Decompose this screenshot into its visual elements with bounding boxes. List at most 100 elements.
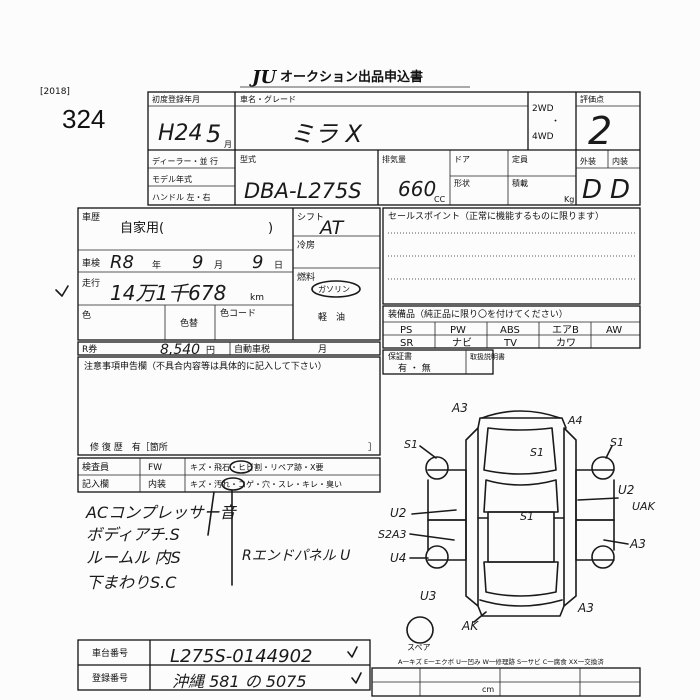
car-diagram: スペア [406,410,615,652]
damage-legend: A一キズ E一エクボ U一凹み W一修理跡 S一サビ C一腐食 XX一交換済 [398,657,604,666]
equip-airbag: エアB [552,325,579,336]
registration-label: 登録番号 [92,672,128,684]
mark-a3-top: A3 [451,401,468,415]
chassis-label: 車台番号 [92,647,128,659]
shape-label: 形状 [454,178,470,188]
equipment-row-1: PS PW ABS エアB AW [400,325,622,336]
note-4: 下まわりS.C [86,573,177,592]
mark-s2a3: S2A3 [378,528,407,541]
first-reg-month: 5 [206,120,221,148]
interior-items: キズ・汚れ・コゲ・穴・スレ・キレ・臭い [190,479,342,489]
load-label: 積載 [512,178,528,188]
interior-grade-label: 内装 [612,156,628,166]
svg-text:・: ・ [551,117,560,127]
inspector-label: 検査員 [82,461,109,473]
mileage-label: 走行 [82,277,100,289]
shift-label: シフト [297,213,324,223]
usage-close: ) [268,221,273,236]
equip-navi: ナビ [452,337,472,349]
handle-label: ハンドル 左・右 [152,192,211,202]
repair-label: 修 復 歴 有［箇所 [90,441,168,453]
shift-value: AT [318,217,345,239]
entry-label: 記入欄 [82,478,109,490]
capacity-label: 定員 [512,154,528,164]
door-label: ドア [454,155,470,164]
grade-value: 2 [588,109,612,153]
yen-unit: 円 [206,345,215,356]
ac-label: 冷房 [297,239,315,251]
interior-check-label: 内装 [148,478,166,490]
inspection-day-unit: 日 [274,260,283,271]
equipment-row-2: SR ナビ TV カワ [400,337,576,349]
lot-number: 324 [62,104,105,134]
equip-aw: AW [606,325,622,336]
fw-items: キズ・飛石・ヒビ割・リペア跡・X要 [190,462,323,472]
note-3: ルームル 内S [86,548,181,567]
inspection-label: 車検 [82,257,100,269]
color-code-label: 色コード [220,307,256,319]
note-2: ボディアチ.S [86,525,180,544]
mark-s1-hood: S1 [530,446,544,459]
equipment-label: 装備品（純正品に限り〇を付けてください） [388,308,568,320]
year-tag: [2018] [40,87,70,97]
mark-a3-bottom: A3 [577,601,594,615]
fuel-label: 燃料 [297,271,315,283]
mark-uak: UAK [632,500,656,513]
note-1: ACコンプレッサー音 [85,503,238,522]
first-reg-era: H24 [158,121,203,146]
chassis-value: L275S-0144902 [170,646,312,667]
equip-sr: SR [400,338,413,349]
mark-ak: AK [461,619,479,633]
warranty-label: 保証書 [388,351,412,361]
tax-label: 自動車税 [234,343,270,355]
mark-u3: U3 [420,589,436,603]
mark-s1-left: S1 [404,438,418,451]
equip-pw: PW [450,325,466,336]
kg-unit: Kg [564,195,574,204]
model-year-label: モデル年式 [152,174,192,184]
manual-label: 取扱説明書 [470,352,505,361]
equip-ps: PS [400,325,412,336]
fuel-diesel: 軽 油 [318,311,345,323]
tax-month-unit: 月 [318,344,327,355]
mileage-unit: km [250,293,264,303]
svg-text:］: ］ [368,442,377,453]
handwritten-notes: ACコンプレッサー音 ボディアチ.S ルームル 内S 下まわりS.C Rエンドパ… [85,503,350,592]
mark-u2-right: U2 [618,483,634,497]
inspection-month: 9 [192,252,203,273]
equip-tv: TV [503,338,517,349]
drive-4wd: 4WD [532,132,554,142]
spare-label: スペア [407,643,430,652]
registration-value: 沖縄 581 の 5075 [172,672,307,691]
type-value: DBA-L275S [244,179,362,203]
cc-unit: CC [434,195,446,204]
first-reg-label: 初度登録年月 [152,94,200,104]
recycle-label: R券 [82,343,97,355]
usage-label: 車歴 [82,211,100,223]
exterior-grade-value: D [582,175,602,205]
month-unit: 月 [224,140,232,149]
usage-value: 自家用( [120,220,164,236]
color-change-label: 色替 [180,317,198,329]
inspection-era: R8 [110,252,134,273]
equip-abs: ABS [500,325,520,336]
inspection-day: 9 [252,252,263,273]
displacement-label: 排気量 [382,154,406,164]
car-name-value: ミラ X [290,120,363,148]
mark-a3-right: A3 [629,537,646,551]
type-label: 型式 [240,154,256,164]
notes-label: 注意事項申告欄（不具合内容等は具体的に記入して下さい） [84,360,327,372]
color-label: 色 [82,309,91,321]
interior-grade-value: D [610,175,630,205]
mark-u4: U4 [390,551,406,565]
ju-logo: JU [249,67,278,88]
grade-label: 評価点 [580,94,604,104]
inspection-month-unit: 月 [214,260,223,271]
drive-2wd: 2WD [532,104,554,114]
fuel-gasoline: ガソリン [318,284,350,294]
mark-u2-left: U2 [390,506,406,520]
displacement-value: 660 [398,177,436,201]
cm-unit: cm [482,685,494,694]
sheet-title: オークション出品申込書 [280,69,423,85]
